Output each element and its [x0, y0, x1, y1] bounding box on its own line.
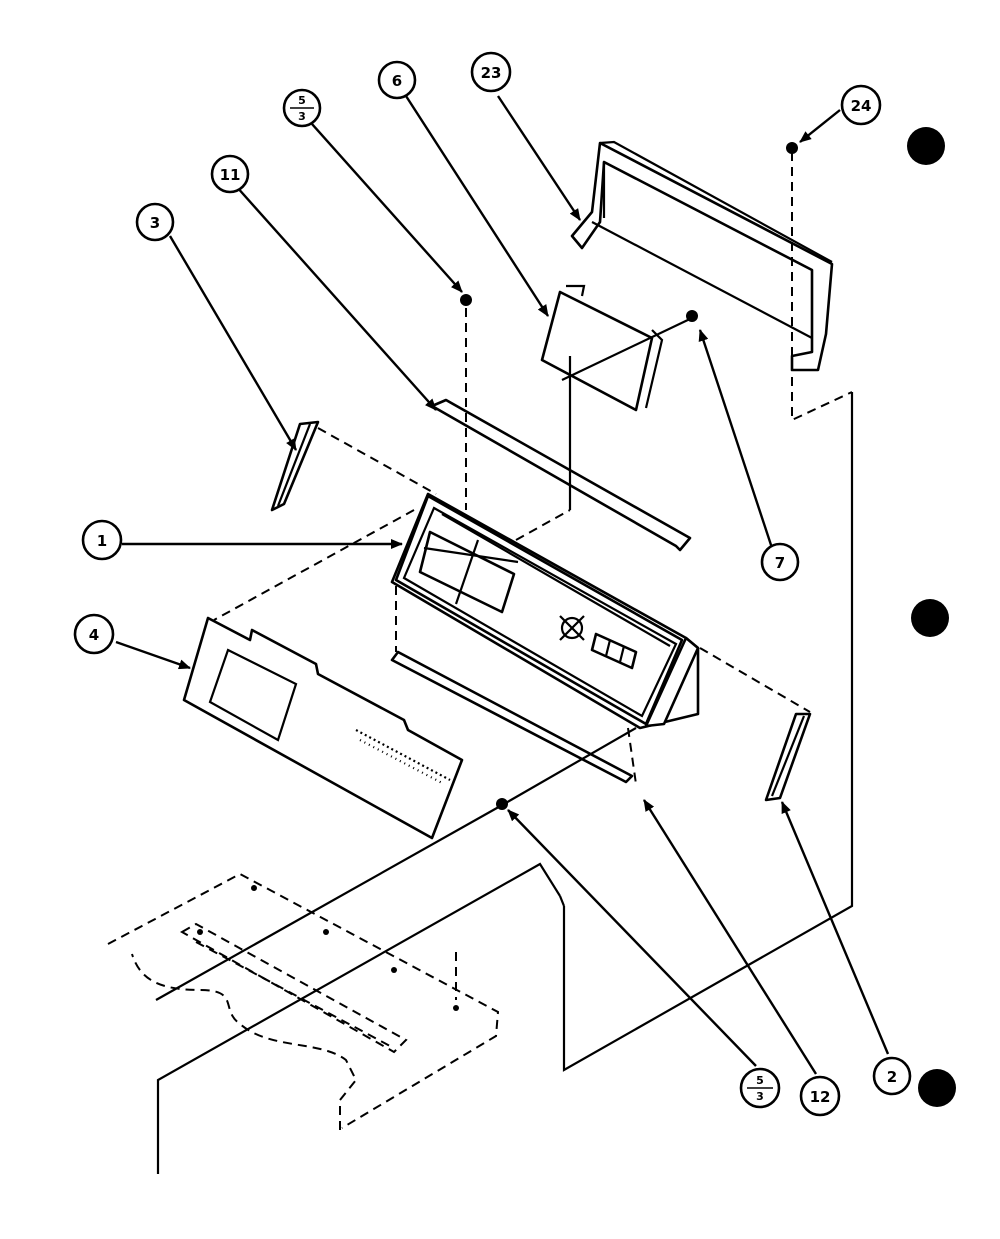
part-12-strip [390, 650, 634, 784]
svg-text:5: 5 [756, 1074, 764, 1087]
svg-text:1: 1 [97, 532, 107, 550]
svg-text:23: 23 [481, 64, 502, 82]
svg-text:7: 7 [775, 554, 785, 572]
svg-text:2: 2 [887, 1068, 897, 1086]
screw-5-3-lower [496, 798, 508, 810]
callout-3: 3 [135, 202, 175, 242]
svg-text:12: 12 [810, 1088, 831, 1106]
part-1-console [390, 492, 700, 730]
screw-7 [686, 310, 698, 322]
screw-5-3-upper [460, 294, 472, 306]
part-4-front-panel [182, 616, 464, 840]
base-panel [107, 862, 561, 1174]
callout-5-3-upper: 5 3 [282, 88, 322, 128]
svg-text:11: 11 [220, 166, 241, 184]
callout-23: 23 [470, 51, 512, 93]
svg-text:6: 6 [392, 72, 402, 90]
svg-text:4: 4 [89, 626, 99, 644]
callout-4: 4 [73, 613, 115, 655]
leader-lines [115, 95, 890, 1075]
screw-24 [786, 142, 798, 154]
svg-text:3: 3 [298, 110, 306, 123]
part-2-end-cap [764, 712, 812, 802]
part-6-plate [540, 284, 664, 412]
part-11-strip [430, 398, 692, 552]
svg-text:3: 3 [756, 1090, 764, 1103]
svg-text:3: 3 [150, 214, 160, 232]
binder-hole-top [907, 127, 945, 165]
callout-5-3-lower: 5 3 [739, 1067, 781, 1109]
callout-2: 2 [872, 1056, 912, 1096]
callout-24: 24 [840, 84, 882, 126]
svg-text:24: 24 [851, 97, 872, 115]
assembly-lines [155, 152, 854, 1072]
callout-7: 7 [760, 542, 800, 582]
callout-1: 1 [81, 519, 123, 561]
part-23-bracket [570, 140, 834, 372]
callout-11: 11 [210, 154, 250, 194]
svg-text:5: 5 [298, 94, 306, 107]
part-3-end-cap [270, 420, 320, 512]
callout-12: 12 [799, 1075, 841, 1117]
binder-hole-bottom [918, 1069, 956, 1107]
callout-6: 6 [377, 60, 417, 100]
binder-hole-middle [911, 599, 949, 637]
